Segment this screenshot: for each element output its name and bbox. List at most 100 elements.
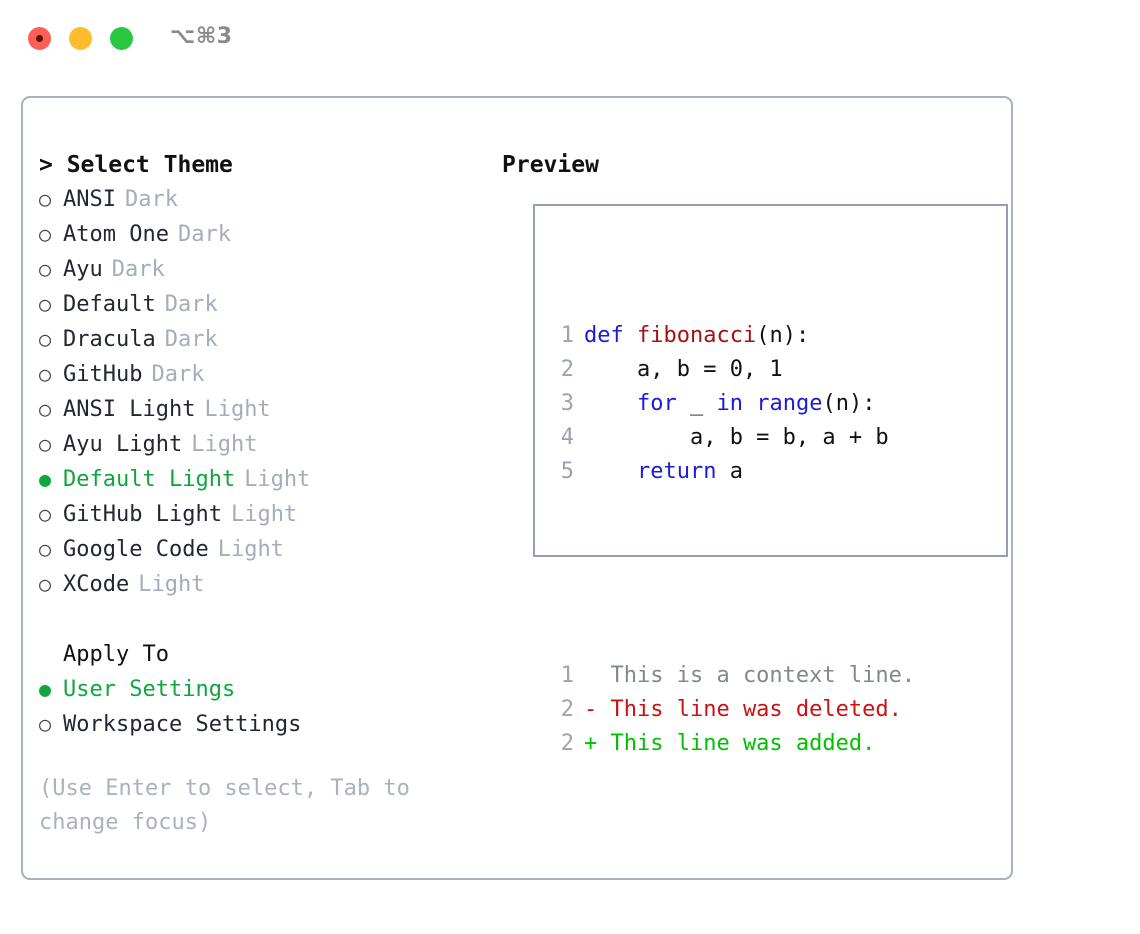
- theme-option-tag: Light: [191, 432, 258, 457]
- theme-option-github[interactable]: ○ GitHub Dark: [39, 357, 489, 392]
- radio-unselected-icon: ○: [39, 292, 52, 316]
- radio-unselected-icon: ○: [39, 327, 52, 351]
- theme-option-tag: Dark: [111, 257, 165, 282]
- theme-option-label: ANSI Light: [63, 397, 196, 422]
- keyboard-hint-text: (Use Enter to select, Tab to change focu…: [39, 776, 410, 835]
- title-bar: ⌥⌘3: [0, 0, 1140, 78]
- spacer: [39, 602, 489, 638]
- radio-unselected-icon: ○: [39, 222, 52, 246]
- radio-unselected-icon: ○: [39, 572, 52, 596]
- radio-unselected-icon: ○: [39, 362, 52, 386]
- traffic-lights: [28, 27, 133, 50]
- minimize-window-button[interactable]: [69, 27, 92, 50]
- diff-line: 2 + This line was added.: [550, 727, 915, 761]
- code-token: _: [676, 391, 717, 416]
- preview-title: Preview: [502, 152, 599, 178]
- radio-unselected-icon: ○: [39, 257, 52, 281]
- theme-option-tag: Dark: [177, 222, 231, 247]
- code-token: for: [636, 391, 677, 416]
- apply-to-option-workspace-settings[interactable]: ○Workspace Settings: [39, 707, 489, 742]
- spacer: [39, 742, 489, 772]
- theme-option-tag: Dark: [164, 292, 218, 317]
- diff-line-text: + This line was added.: [584, 731, 876, 756]
- theme-option-tag: Dark: [164, 327, 218, 352]
- code-blank-line: [550, 557, 915, 591]
- theme-option-tag: Light: [204, 397, 271, 422]
- code-token: a, b = 0, 1: [584, 357, 783, 382]
- diff-line-text: This is a context line.: [584, 663, 916, 688]
- theme-option-label: XCode: [63, 572, 130, 597]
- radio-selected-icon: ●: [39, 467, 52, 491]
- code-token: def: [584, 323, 637, 348]
- radio-unselected-icon: ○: [39, 502, 52, 526]
- code-line: 2 a, b = 0, 1: [550, 353, 915, 387]
- code-token: (n):: [822, 391, 876, 416]
- code-token: [743, 391, 756, 416]
- theme-option-default[interactable]: ○ Default Dark: [39, 287, 489, 322]
- apply-to-title: Apply To: [63, 642, 169, 667]
- theme-option-tag: Light: [217, 537, 284, 562]
- close-window-button[interactable]: [28, 27, 51, 50]
- theme-option-ansi[interactable]: ○ ANSI Dark: [39, 182, 489, 217]
- theme-option-tag: Dark: [124, 187, 178, 212]
- theme-option-tag: Light: [138, 572, 205, 597]
- radio-unselected-icon: ○: [39, 187, 52, 211]
- theme-option-google-code[interactable]: ○ Google Code Light: [39, 532, 489, 567]
- line-number: 5: [560, 459, 574, 484]
- diff-line-text: - This line was deleted.: [584, 697, 902, 722]
- line-number: 2: [560, 697, 574, 722]
- code-token: range: [756, 391, 823, 416]
- line-number: 2: [560, 731, 574, 756]
- theme-option-label: Dracula: [63, 327, 156, 352]
- diff-line: 1 This is a context line.: [550, 659, 915, 693]
- code-token: a, b = b, a + b: [584, 425, 889, 450]
- radio-unselected-icon: ○: [39, 537, 52, 561]
- apply-to-option-user-settings[interactable]: ● User Settings: [39, 672, 489, 707]
- keyboard-shortcut-label: ⌥⌘3: [170, 24, 233, 49]
- theme-option-xcode[interactable]: ○ XCode Light: [39, 567, 489, 602]
- radio-unselected-icon: ○: [39, 397, 52, 421]
- line-number: 2: [560, 357, 574, 382]
- theme-option-label: Default: [63, 292, 156, 317]
- theme-option-label: GitHub: [63, 362, 143, 387]
- theme-option-label: Default Light: [63, 467, 236, 492]
- theme-picker-title: > Select Theme: [39, 152, 233, 178]
- line-number: 4: [560, 425, 574, 450]
- theme-option-tag: Dark: [151, 362, 205, 387]
- code-token: return: [636, 459, 717, 484]
- code-token: [584, 391, 637, 416]
- theme-option-label: ANSI: [63, 187, 116, 212]
- code-line: 4 a, b = b, a + b: [550, 421, 915, 455]
- code-token: a: [716, 459, 743, 484]
- theme-option-ayu[interactable]: ○ Ayu Dark: [39, 252, 489, 287]
- line-number: 1: [560, 663, 574, 688]
- code-token: [584, 459, 637, 484]
- code-line: 5 return a: [550, 455, 915, 489]
- radio-selected-icon: ●: [39, 677, 52, 701]
- radio-unselected-icon: ○: [39, 712, 52, 736]
- apply-to-list: ● User Settings ○Workspace Settings: [39, 672, 489, 742]
- apply-to-option-label: User Settings: [63, 677, 236, 702]
- line-number: 3: [560, 391, 574, 416]
- theme-option-ansi-light[interactable]: ○ ANSI Light Light: [39, 392, 489, 427]
- theme-option-tag: Light: [230, 502, 298, 527]
- diff-line: 2 - This line was deleted.: [550, 693, 915, 727]
- theme-option-label: Ayu: [63, 257, 103, 282]
- code-token: in: [716, 391, 743, 416]
- theme-option-dracula[interactable]: ○ Dracula Dark: [39, 322, 489, 357]
- theme-option-label: Google Code: [63, 537, 209, 562]
- code-token: (n):: [756, 323, 810, 348]
- code-token: fibonacci: [636, 323, 757, 348]
- maximize-window-button[interactable]: [110, 27, 133, 50]
- radio-unselected-icon: ○: [39, 432, 52, 456]
